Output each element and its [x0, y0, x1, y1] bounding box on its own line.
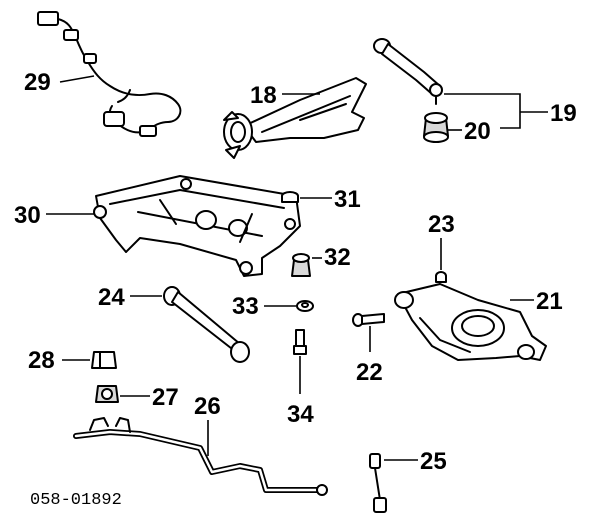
- part-24-link-arm: [163, 286, 250, 363]
- part-25-stabilizer-link: [369, 453, 387, 513]
- part-34-bolt: [293, 329, 307, 355]
- callout-18: 18: [250, 82, 277, 109]
- callout-23: 23: [428, 211, 455, 238]
- callout-32: 32: [324, 244, 351, 271]
- callout-28: 28: [28, 347, 55, 374]
- part-30-subframe: [93, 175, 301, 277]
- diagram-code: 058-01892: [30, 491, 122, 510]
- part-32-bump-stop: [291, 253, 311, 277]
- callout-20: 20: [464, 118, 491, 145]
- callout-26: 26: [194, 393, 221, 420]
- callout-19: 19: [550, 100, 577, 127]
- part-18-trailing-arm: [223, 77, 367, 159]
- callout-24: 24: [98, 284, 125, 311]
- callout-31: 31: [334, 186, 361, 213]
- callout-25: 25: [420, 448, 447, 475]
- callout-21: 21: [536, 288, 563, 315]
- callout-27: 27: [152, 384, 179, 411]
- part-21-lower-arm: [394, 283, 547, 361]
- part-28-holder: [91, 351, 117, 369]
- callout-29: 29: [24, 69, 51, 96]
- leader-19: [444, 93, 521, 129]
- part-33-washer: [296, 300, 314, 312]
- part-26-stabilizer-bar: [73, 417, 328, 496]
- part-23-nut: [435, 271, 447, 283]
- callout-33: 33: [232, 293, 259, 320]
- callout-22: 22: [356, 359, 383, 386]
- part-31-nut: [281, 191, 299, 203]
- part-22-bolt: [352, 313, 385, 327]
- part-19-upper-arm: [373, 38, 443, 105]
- leader-29: [59, 75, 95, 83]
- part-27-bushing: [95, 385, 119, 403]
- callout-30: 30: [14, 202, 41, 229]
- callout-34: 34: [287, 401, 314, 428]
- part-29-sensor-harness: [37, 11, 182, 137]
- part-20-bushing: [423, 112, 449, 143]
